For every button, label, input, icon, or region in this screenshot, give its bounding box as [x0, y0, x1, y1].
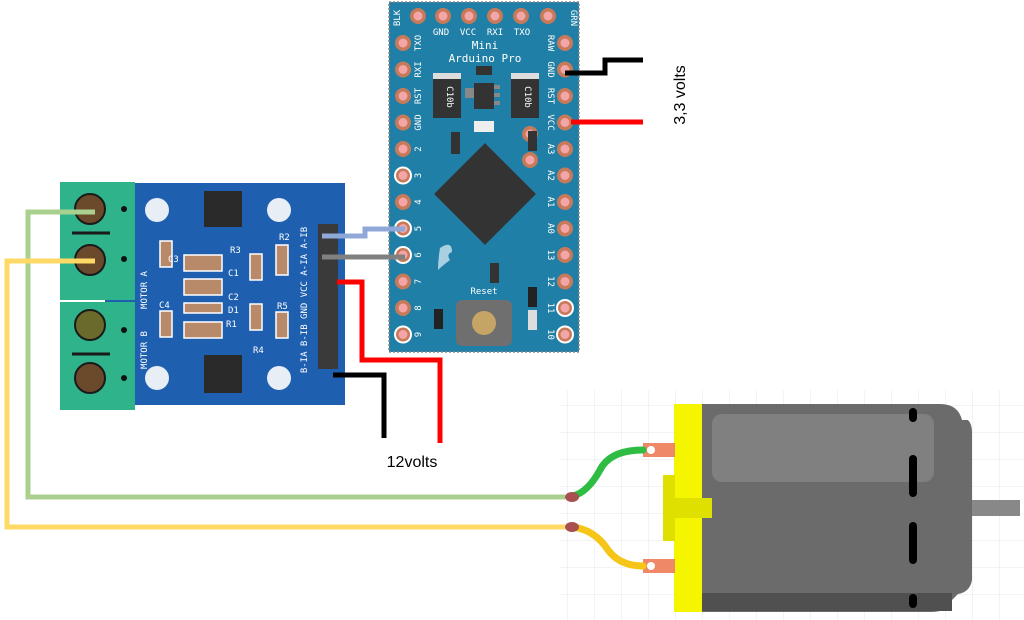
sparkfun-logo-icon: [438, 244, 452, 270]
motor-shaft: [968, 500, 1020, 516]
pin-label-left-rst: RST: [414, 87, 424, 104]
pin-label-grn: GRN: [568, 10, 578, 26]
pin-label-left-9: 9: [414, 332, 424, 337]
motor-lead-green: [569, 446, 647, 500]
pin-label-left-gnd: GND: [414, 114, 424, 130]
pin-label-right-gnd: GND: [545, 61, 555, 77]
motor-a-label: MOTOR A: [140, 270, 150, 309]
hbridge-header-pin-labels: B-IA B-IB GND VCC A-IA A-IB: [300, 227, 310, 373]
screw-terminal-b2[interactable]: [74, 362, 106, 394]
wire-12v-positive: [337, 279, 443, 443]
pin-label-right-13: 13: [545, 250, 555, 261]
pin-label-top-txo: TXO: [514, 28, 530, 38]
led: [474, 121, 494, 132]
microcontroller-chip: [434, 143, 536, 245]
arduino-capacitor-right: [511, 73, 539, 118]
wire-motor-a-yellow: [4, 258, 565, 530]
pin-label-left-txo: TXO: [414, 35, 424, 51]
pin-label-right-a0: A0: [545, 223, 555, 234]
pin-label-right-11: 11: [545, 303, 555, 314]
screw-terminal-a1[interactable]: [74, 193, 106, 225]
label-r5: R5: [277, 302, 288, 312]
driver-chip-a: [204, 191, 242, 227]
wire-12v-ground: [333, 372, 387, 438]
pin-label-right-a3: A3: [545, 144, 555, 155]
label-r1: R1: [226, 320, 237, 330]
arduino-name-line1: Mini: [472, 39, 499, 52]
label-r3: R3: [230, 246, 241, 256]
voltage-regulator: [474, 83, 494, 109]
label-d1: D1: [228, 306, 239, 316]
pin-label-blk: BLK: [393, 9, 403, 26]
pin-label-right-a1: A1: [545, 197, 555, 208]
hbridge-header-connector: [318, 224, 338, 369]
pin-label-left-5: 5: [414, 226, 424, 231]
arduino-capacitor-left: [433, 73, 461, 118]
label-r4: R4: [253, 346, 264, 356]
label-c3: C3: [168, 255, 179, 265]
pin-label-right-rst: RST: [545, 88, 555, 105]
pin-label-left-4: 4: [414, 199, 424, 204]
l9110s-hbridge-board: C3 C4 C1 C2 D1 R1 R2 R3 R4 R5 MOTOR A MO…: [60, 182, 345, 410]
pin-label-left-rxi: RXI: [414, 61, 424, 77]
pin-label-top-gnd: GND: [433, 28, 449, 38]
pin-label-top-vcc: VCC: [460, 28, 476, 38]
wire-pin5-to-aib: [322, 226, 405, 239]
pin-label-right-10: 10: [545, 329, 555, 340]
pin-label-right-12: 12: [545, 276, 555, 287]
wires: [4, 57, 643, 530]
arduino-name-line2: Arduino Pro: [449, 52, 522, 65]
label-r2: R2: [279, 233, 290, 243]
pin-label-left-7: 7: [414, 279, 424, 284]
motor-lead-yellow: [569, 523, 647, 570]
reset-label: Reset: [470, 287, 497, 297]
logic-supply-label: 3,3 volts: [672, 65, 689, 125]
label-c2: C2: [228, 293, 239, 303]
label-c1: C1: [228, 269, 239, 279]
motor-supply-label: 12volts: [387, 454, 438, 471]
pin-label-left-6: 6: [414, 252, 424, 257]
pin-label-top-rxi: RXI: [487, 28, 503, 38]
capacitor-label-right: C10b: [522, 86, 532, 108]
dc-motor: [565, 404, 1020, 612]
motor-b-label: MOTOR B: [140, 331, 150, 369]
pin-label-left-3: 3: [414, 173, 424, 178]
pin-label-right-vcc: VCC: [545, 114, 555, 130]
wire-motor-a-green: [25, 209, 565, 500]
pin-label-right-raw: RAW: [545, 35, 555, 52]
pin-label-left-8: 8: [414, 305, 424, 310]
label-c4: C4: [159, 301, 170, 311]
driver-chip-b: [204, 355, 242, 393]
capacitor-label-left: C10b: [444, 86, 454, 108]
wire-3v3-ground: [565, 57, 643, 76]
screw-terminal-b1[interactable]: [74, 309, 106, 341]
pin-label-right-a2: A2: [545, 170, 555, 181]
pin-label-left-2: 2: [414, 146, 424, 151]
